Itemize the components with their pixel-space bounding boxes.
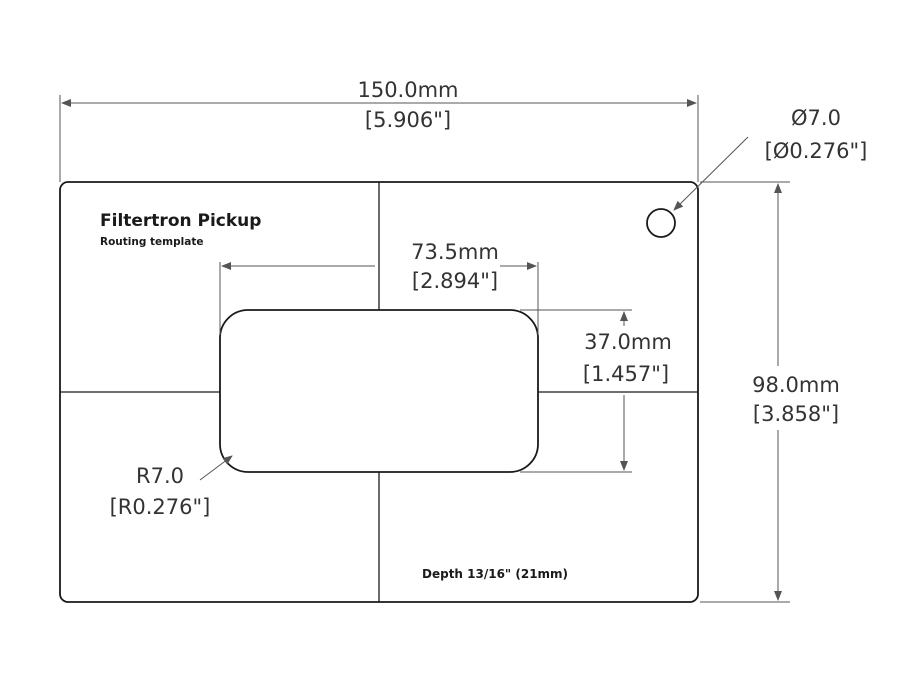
radius-metric-label: R7.0 — [136, 464, 184, 488]
cavity-height-imperial-label: [1.457"] — [583, 362, 669, 386]
hole-leader-line — [673, 136, 749, 211]
cavity-width-metric-label: 73.5mm — [411, 240, 499, 264]
depth-note: Depth 13/16" (21mm) — [422, 567, 568, 581]
height-metric-label: 98.0mm — [752, 373, 840, 397]
template-title: Filtertron Pickup — [100, 211, 261, 231]
cavity-height-metric-label: 37.0mm — [584, 330, 672, 354]
width-imperial-label: [5.906"] — [365, 108, 451, 132]
pickup-cavity — [219, 309, 539, 473]
width-metric-label: 150.0mm — [357, 78, 458, 102]
height-imperial-label: [3.858"] — [753, 402, 839, 426]
template-subtitle: Routing template — [100, 236, 203, 248]
cavity-width-imperial-label: [2.894"] — [412, 269, 498, 293]
hole-metric-label: Ø7.0 — [791, 106, 841, 130]
hole-imperial-label: [Ø0.276"] — [765, 139, 868, 163]
mounting-hole — [646, 208, 676, 238]
radius-leader-line — [199, 455, 233, 481]
radius-imperial-label: [R0.276"] — [110, 495, 211, 519]
